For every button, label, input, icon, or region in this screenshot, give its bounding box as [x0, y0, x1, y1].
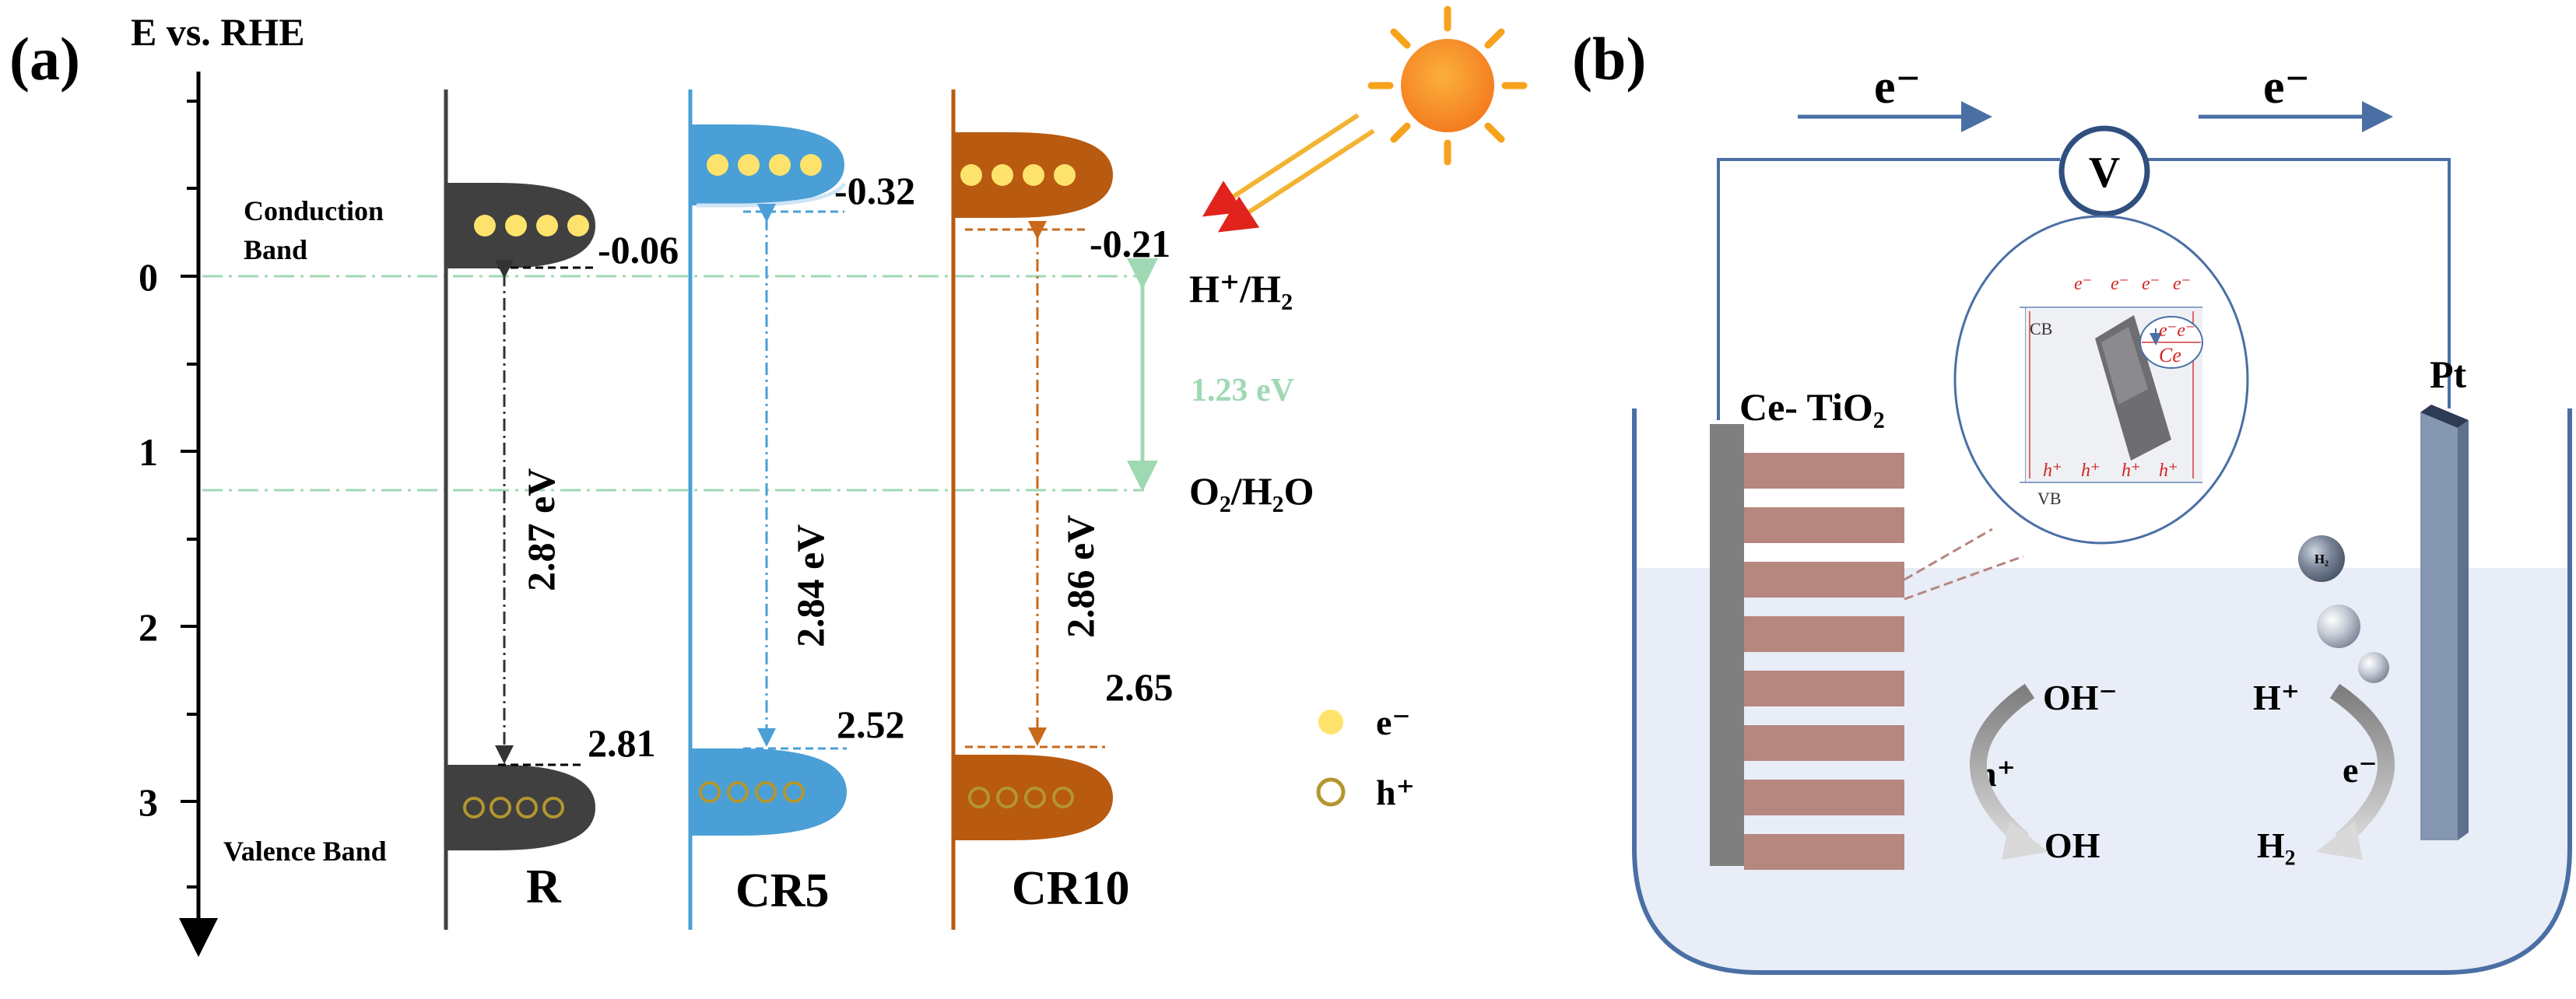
r-vb-holes — [463, 797, 564, 818]
r-cb-electrons — [474, 215, 589, 237]
tio2-nanorod-array — [1744, 453, 1904, 870]
panel-b: (b) V e⁻ e⁻ Ce- TiO₂ Pt — [1572, 25, 2572, 975]
legend-hole-label: h⁺ — [1376, 773, 1415, 812]
panel-a: (a) E vs. RHE 0 1 2 3 1.23 eV H⁺/H₂ O₂/H… — [9, 5, 1528, 957]
inset-ce-electrons: e⁻e⁻ — [2159, 321, 2195, 341]
inset-electron-1: e⁻ — [2074, 274, 2092, 294]
inset-hole-4: h⁺ — [2159, 461, 2178, 481]
cr5-cb-electrons — [707, 154, 822, 176]
axis-ticks — [181, 100, 198, 889]
r-vb-value: 2.81 — [588, 721, 656, 765]
band-r: 2.87 eV -0.06 2.81 R Conduction Band Val… — [223, 89, 679, 930]
cr10-gap-label: 2.86 eV — [1058, 515, 1102, 638]
cathode-label: Pt — [2430, 352, 2467, 396]
cr5-cb-shine — [697, 182, 847, 208]
legend-hole-marker — [1316, 777, 1346, 807]
cr5-vb-value: 2.52 — [837, 703, 905, 746]
electron-label-right: e⁻ — [2263, 61, 2310, 114]
panel-a-label: (a) — [9, 25, 80, 93]
cr10-name: CR10 — [1012, 862, 1130, 915]
voltmeter — [2058, 125, 2150, 217]
oxidation-arrow-head — [2002, 821, 2048, 860]
inset-cb: CB — [2030, 319, 2052, 338]
reduction-arrow — [2329, 683, 2395, 847]
r-cb-value: -0.06 — [598, 228, 679, 272]
r-gap-label: 2.87 eV — [519, 468, 563, 591]
r-name: R — [526, 861, 562, 913]
vb-label: Valence Band — [223, 836, 387, 867]
cr5-name: CR5 — [735, 864, 830, 917]
h2-bubble-medium — [2317, 605, 2360, 648]
h2-bubble-large — [2298, 535, 2345, 582]
cr10-vb-value: 2.65 — [1105, 665, 1174, 709]
pt-electrode-side — [2420, 405, 2469, 428]
oxidation-arrow — [1969, 683, 2035, 847]
inset-vb: VB — [2037, 489, 2062, 508]
redox-h-label: H⁺/H₂ — [1189, 267, 1293, 310]
h-plus-label: H⁺ — [2253, 678, 2300, 717]
inset-hole-2: h⁺ — [2081, 461, 2100, 481]
inset-electron-2: e⁻ — [2111, 274, 2129, 294]
panel-b-label: (b) — [1572, 25, 1646, 93]
beaker — [1632, 408, 2572, 975]
pt-electrode — [2420, 412, 2458, 840]
light-rays — [1202, 113, 1375, 233]
y-tick-3: 3 — [139, 780, 158, 824]
r-vb-lobe — [446, 765, 595, 850]
cr5-cb-value: -0.32 — [834, 169, 915, 212]
y-tick-2: 2 — [139, 605, 158, 649]
cr5-vb-lobe — [690, 748, 847, 836]
circuit-wire — [1717, 158, 2451, 420]
inset-hole-1: h⁺ — [2043, 461, 2062, 481]
tem-inset: CB VB e⁻ e⁻ e⁻ e⁻ h⁺ h⁺ h⁺ h⁺ e⁻e⁻ Ce — [1953, 215, 2249, 545]
band-cr10: 2.86 eV -0.21 2.65 CR10 — [951, 89, 1174, 930]
y-tick-1: 1 — [139, 430, 158, 474]
electron-label-left: e⁻ — [1874, 61, 1921, 114]
band-cr5: 2.84 eV -0.32 2.52 CR5 — [688, 89, 915, 930]
electron-reaction-label: e⁻ — [2343, 750, 2378, 790]
pt-electrode-edge — [2458, 420, 2469, 840]
cr5-vb-holes — [699, 781, 805, 803]
inset-electron-3: e⁻ — [2142, 274, 2160, 294]
cr10-cb-electrons — [960, 164, 1076, 186]
electrolyte — [1634, 568, 2570, 973]
y-tick-0: 0 — [139, 255, 158, 299]
inset-hole-3: h⁺ — [2122, 461, 2141, 481]
oh-minus-label: OH⁻ — [2043, 678, 2118, 717]
cb-label-line1: Conduction — [244, 195, 384, 226]
cr10-vb-holes — [968, 787, 1074, 808]
reduction-arrow-head — [2316, 821, 2363, 860]
cr5-gap-label: 2.84 eV — [788, 524, 832, 647]
axis-title: E vs. RHE — [131, 10, 305, 54]
zoom-guide-upper — [1904, 528, 1993, 581]
inset-electron-4: e⁻ — [2173, 274, 2191, 294]
h2-bubble-small — [2358, 652, 2389, 683]
redox-o-label: O₂/H₂O — [1189, 469, 1314, 513]
legend-electron-label: e⁻ — [1376, 703, 1411, 742]
cr10-cb-value: -0.21 — [1090, 222, 1170, 265]
cr10-vb-lobe — [953, 755, 1113, 840]
zoom-guide-lower — [1904, 555, 2024, 601]
bubble-label: H₂ — [2315, 552, 2329, 566]
legend-electron-marker — [1318, 710, 1343, 734]
voltmeter-label: V — [2089, 149, 2120, 197]
anode-label: Ce- TiO₂ — [1739, 385, 1885, 429]
cr5-cb-lobe — [690, 124, 844, 205]
legend: e⁻ h⁺ — [1316, 703, 1415, 812]
water-gap-label: 1.23 eV — [1191, 373, 1294, 408]
sun-icon — [1367, 5, 1528, 166]
inset-ce-label: Ce — [2159, 344, 2181, 366]
h2-product-label: H₂ — [2257, 825, 2296, 865]
cb-label-line2: Band — [244, 234, 307, 265]
ce-tio2-electrode — [1710, 424, 1744, 866]
